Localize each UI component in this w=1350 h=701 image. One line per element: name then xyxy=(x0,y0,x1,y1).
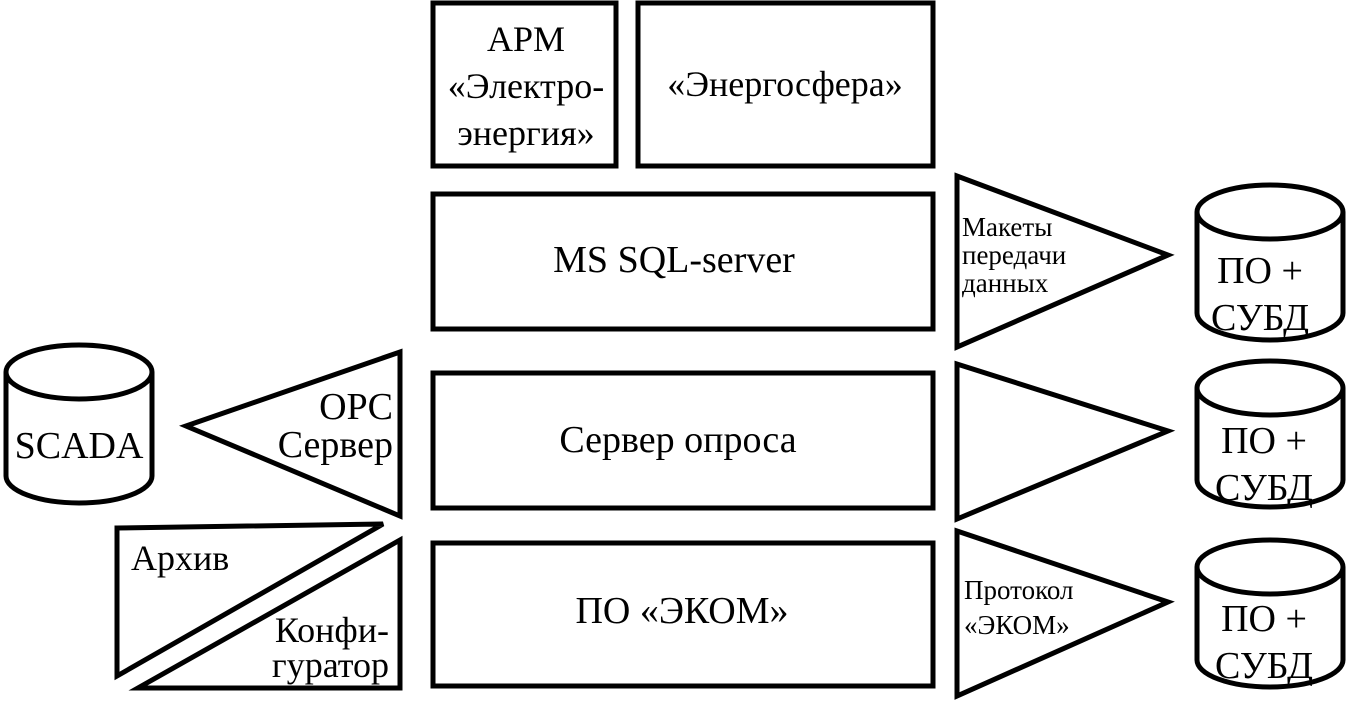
cylinder-middle-line-1: ПО + xyxy=(1221,420,1307,462)
configurator-triangle: Конфи- гуратор xyxy=(128,535,403,691)
ekom-protocol-line-1: Протокол xyxy=(964,575,1073,605)
arm-line-2: «Электро- xyxy=(448,66,604,106)
ekom-software-box: ПО «ЭКОМ» xyxy=(430,540,936,689)
scada-cylinder: SCADA xyxy=(3,342,155,506)
software-dbms-cylinder-bottom: ПО + СУБД xyxy=(1194,537,1346,690)
poll-server-label: Сервер опроса xyxy=(559,419,796,461)
transfer-layouts-line-1: Макеты xyxy=(962,212,1052,242)
scada-label: SCADA xyxy=(15,425,144,467)
poll-server-box: Сервер опроса xyxy=(430,370,936,511)
cylinder-bottom-line-2: СУБД xyxy=(1215,645,1313,687)
configurator-line-1: Конфи- xyxy=(275,610,389,650)
cylinder-middle-line-2: СУБД xyxy=(1215,467,1313,509)
ekom-software-label: ПО «ЭКОМ» xyxy=(575,590,788,632)
energosfera-box: «Энергосфера» xyxy=(635,0,936,169)
sql-server-label: MS SQL-server xyxy=(553,239,795,281)
transfer-layouts-line-2: передачи xyxy=(962,240,1066,270)
archive-triangle: Архив xyxy=(114,521,385,681)
arm-electroenergy-box: АРМ «Электро- энергия» xyxy=(430,0,619,169)
arm-line-1: АРМ xyxy=(487,19,565,59)
software-dbms-cylinder-middle: ПО + СУБД xyxy=(1194,358,1346,510)
opc-server-triangle: OPC Сервер xyxy=(179,348,403,520)
sql-server-box: MS SQL-server xyxy=(430,191,936,332)
transfer-layouts-line-3: данных xyxy=(962,268,1049,298)
cylinder-top-line-2: СУБД xyxy=(1211,297,1309,339)
configurator-line-2: гуратор xyxy=(272,645,389,685)
cylinder-top-line-1: ПО + xyxy=(1217,250,1303,292)
cylinder-bottom-line-1: ПО + xyxy=(1221,598,1307,640)
software-dbms-cylinder-top: ПО + СУБД xyxy=(1194,182,1346,343)
energosfera-label: «Энергосфера» xyxy=(667,64,902,104)
ekom-protocol-line-2: «ЭКОМ» xyxy=(964,610,1070,640)
poll-server-output-triangle xyxy=(954,360,1176,523)
opc-server-line-1: OPC xyxy=(319,386,393,428)
arm-line-3: энергия» xyxy=(457,113,594,153)
ekom-protocol-triangle: Протокол «ЭКОМ» xyxy=(954,527,1175,700)
transfer-layouts-triangle: Макеты передачи данных xyxy=(954,172,1175,351)
archive-label: Архив xyxy=(131,538,229,578)
opc-server-line-2: Сервер xyxy=(278,424,393,466)
